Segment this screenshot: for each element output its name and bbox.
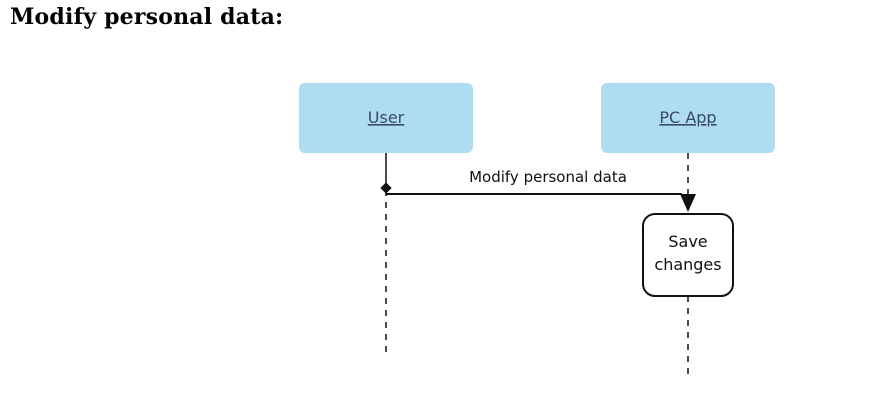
participant-user-label: User — [368, 108, 405, 127]
message-label: Modify personal data — [469, 168, 627, 186]
message-modify-personal-data: Modify personal data — [380, 168, 696, 212]
message-start-marker — [380, 182, 392, 194]
message-arrowhead — [680, 194, 696, 212]
participant-pc-app-label: PC App — [659, 108, 716, 127]
participant-pc-app: PC App — [601, 83, 775, 153]
activity-box — [642, 213, 734, 297]
participant-user: User — [299, 83, 473, 153]
section-title: Modify personal data: — [10, 4, 284, 30]
participant-user-box — [299, 83, 473, 153]
activity-save-changes: Save changes — [642, 213, 734, 297]
activity-label-line1: Save — [668, 232, 707, 251]
participant-pc-app-box — [601, 83, 775, 153]
activity-label-line2: changes — [654, 255, 721, 274]
